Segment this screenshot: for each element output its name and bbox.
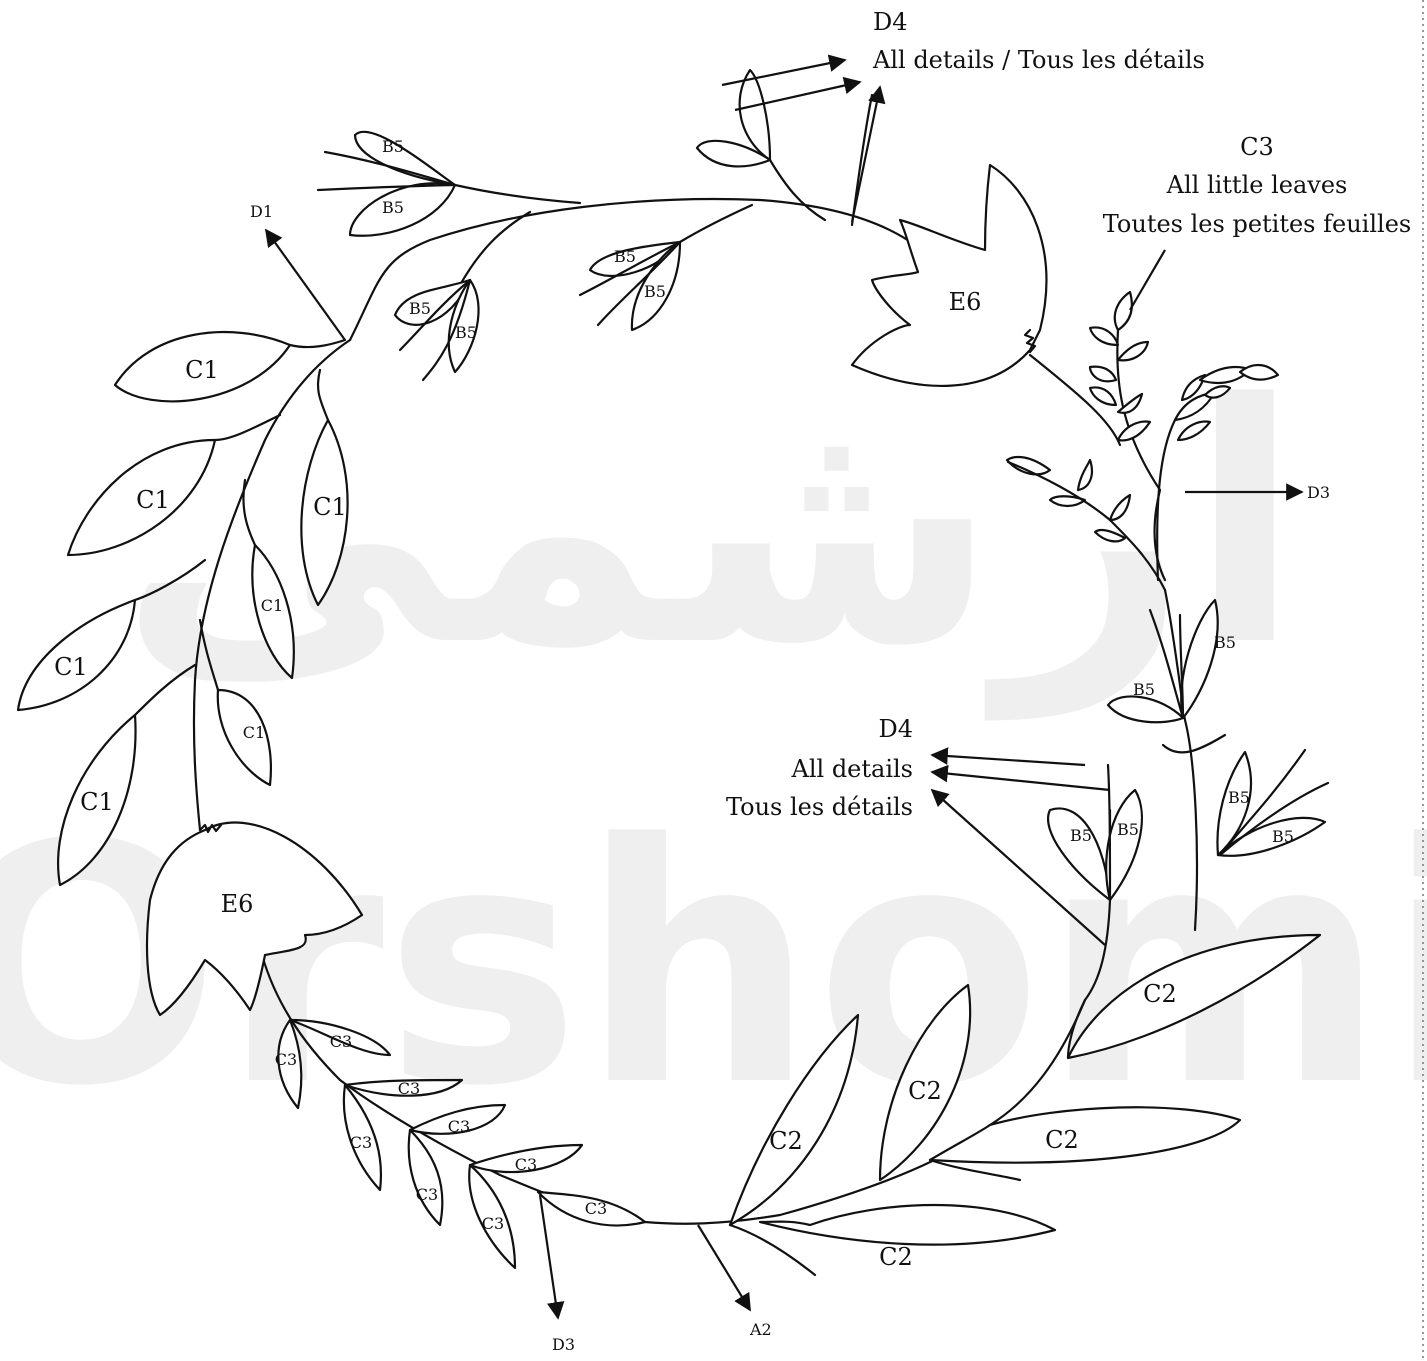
label-c1: C1 [80,788,114,816]
label-c1: C1 [243,723,265,742]
label-b5: B5 [614,247,636,266]
label-c1: C1 [313,493,347,521]
label-b5: B5 [1070,826,1092,845]
label-c3: C3 [585,1199,607,1218]
label-d4-mid: D4 [878,715,913,743]
label-c3: C3 [330,1032,352,1051]
label-d4-mid-line2: Tous les détails [726,793,913,821]
label-d4-top: D4 [873,8,908,36]
label-b5: B5 [1133,680,1155,699]
label-b5: B5 [644,282,666,301]
label-d3-right: D3 [1307,483,1330,502]
label-c3: C3 [398,1079,420,1098]
label-c3: C3 [448,1117,470,1136]
label-e6: E6 [221,890,254,918]
label-b5: B5 [1214,633,1236,652]
label-d4-mid-line1: All details [791,755,914,783]
label-b5: B5 [409,299,431,318]
label-b5: B5 [455,323,477,342]
label-c2: C2 [1143,980,1177,1008]
watermark-arabic: ارشمی [119,334,1302,723]
label-c3: C3 [482,1214,504,1233]
label-c3-top-line2: Toutes les petites feuilles [1103,210,1411,238]
label-c3-top: C3 [1240,133,1274,161]
label-c1: C1 [185,356,219,384]
label-c3: C3 [275,1050,297,1069]
label-c1: C1 [54,653,88,681]
label-b5: B5 [1228,788,1250,807]
label-b5: B5 [1272,827,1294,846]
label-c3-top-line1: All little leaves [1166,171,1348,199]
label-c2: C2 [879,1243,913,1271]
label-c3: C3 [416,1185,438,1204]
label-c2: C2 [1045,1126,1079,1154]
label-e6: E6 [949,288,982,316]
e6-flower-top-right [852,165,1046,386]
label-d1: D1 [250,202,273,221]
label-c3: C3 [350,1133,372,1152]
label-b5: B5 [1117,820,1139,839]
label-c3: C3 [515,1155,537,1174]
label-c2: C2 [769,1127,803,1155]
label-b5: B5 [382,137,404,156]
label-a2: A2 [749,1320,772,1339]
label-c1: C1 [261,596,283,615]
label-d3-bottom: D3 [552,1335,575,1354]
label-c2: C2 [908,1077,942,1105]
label-b5: B5 [382,198,404,217]
label-c1: C1 [136,486,170,514]
label-d4-top-details: All details / Tous les détails [872,46,1205,74]
